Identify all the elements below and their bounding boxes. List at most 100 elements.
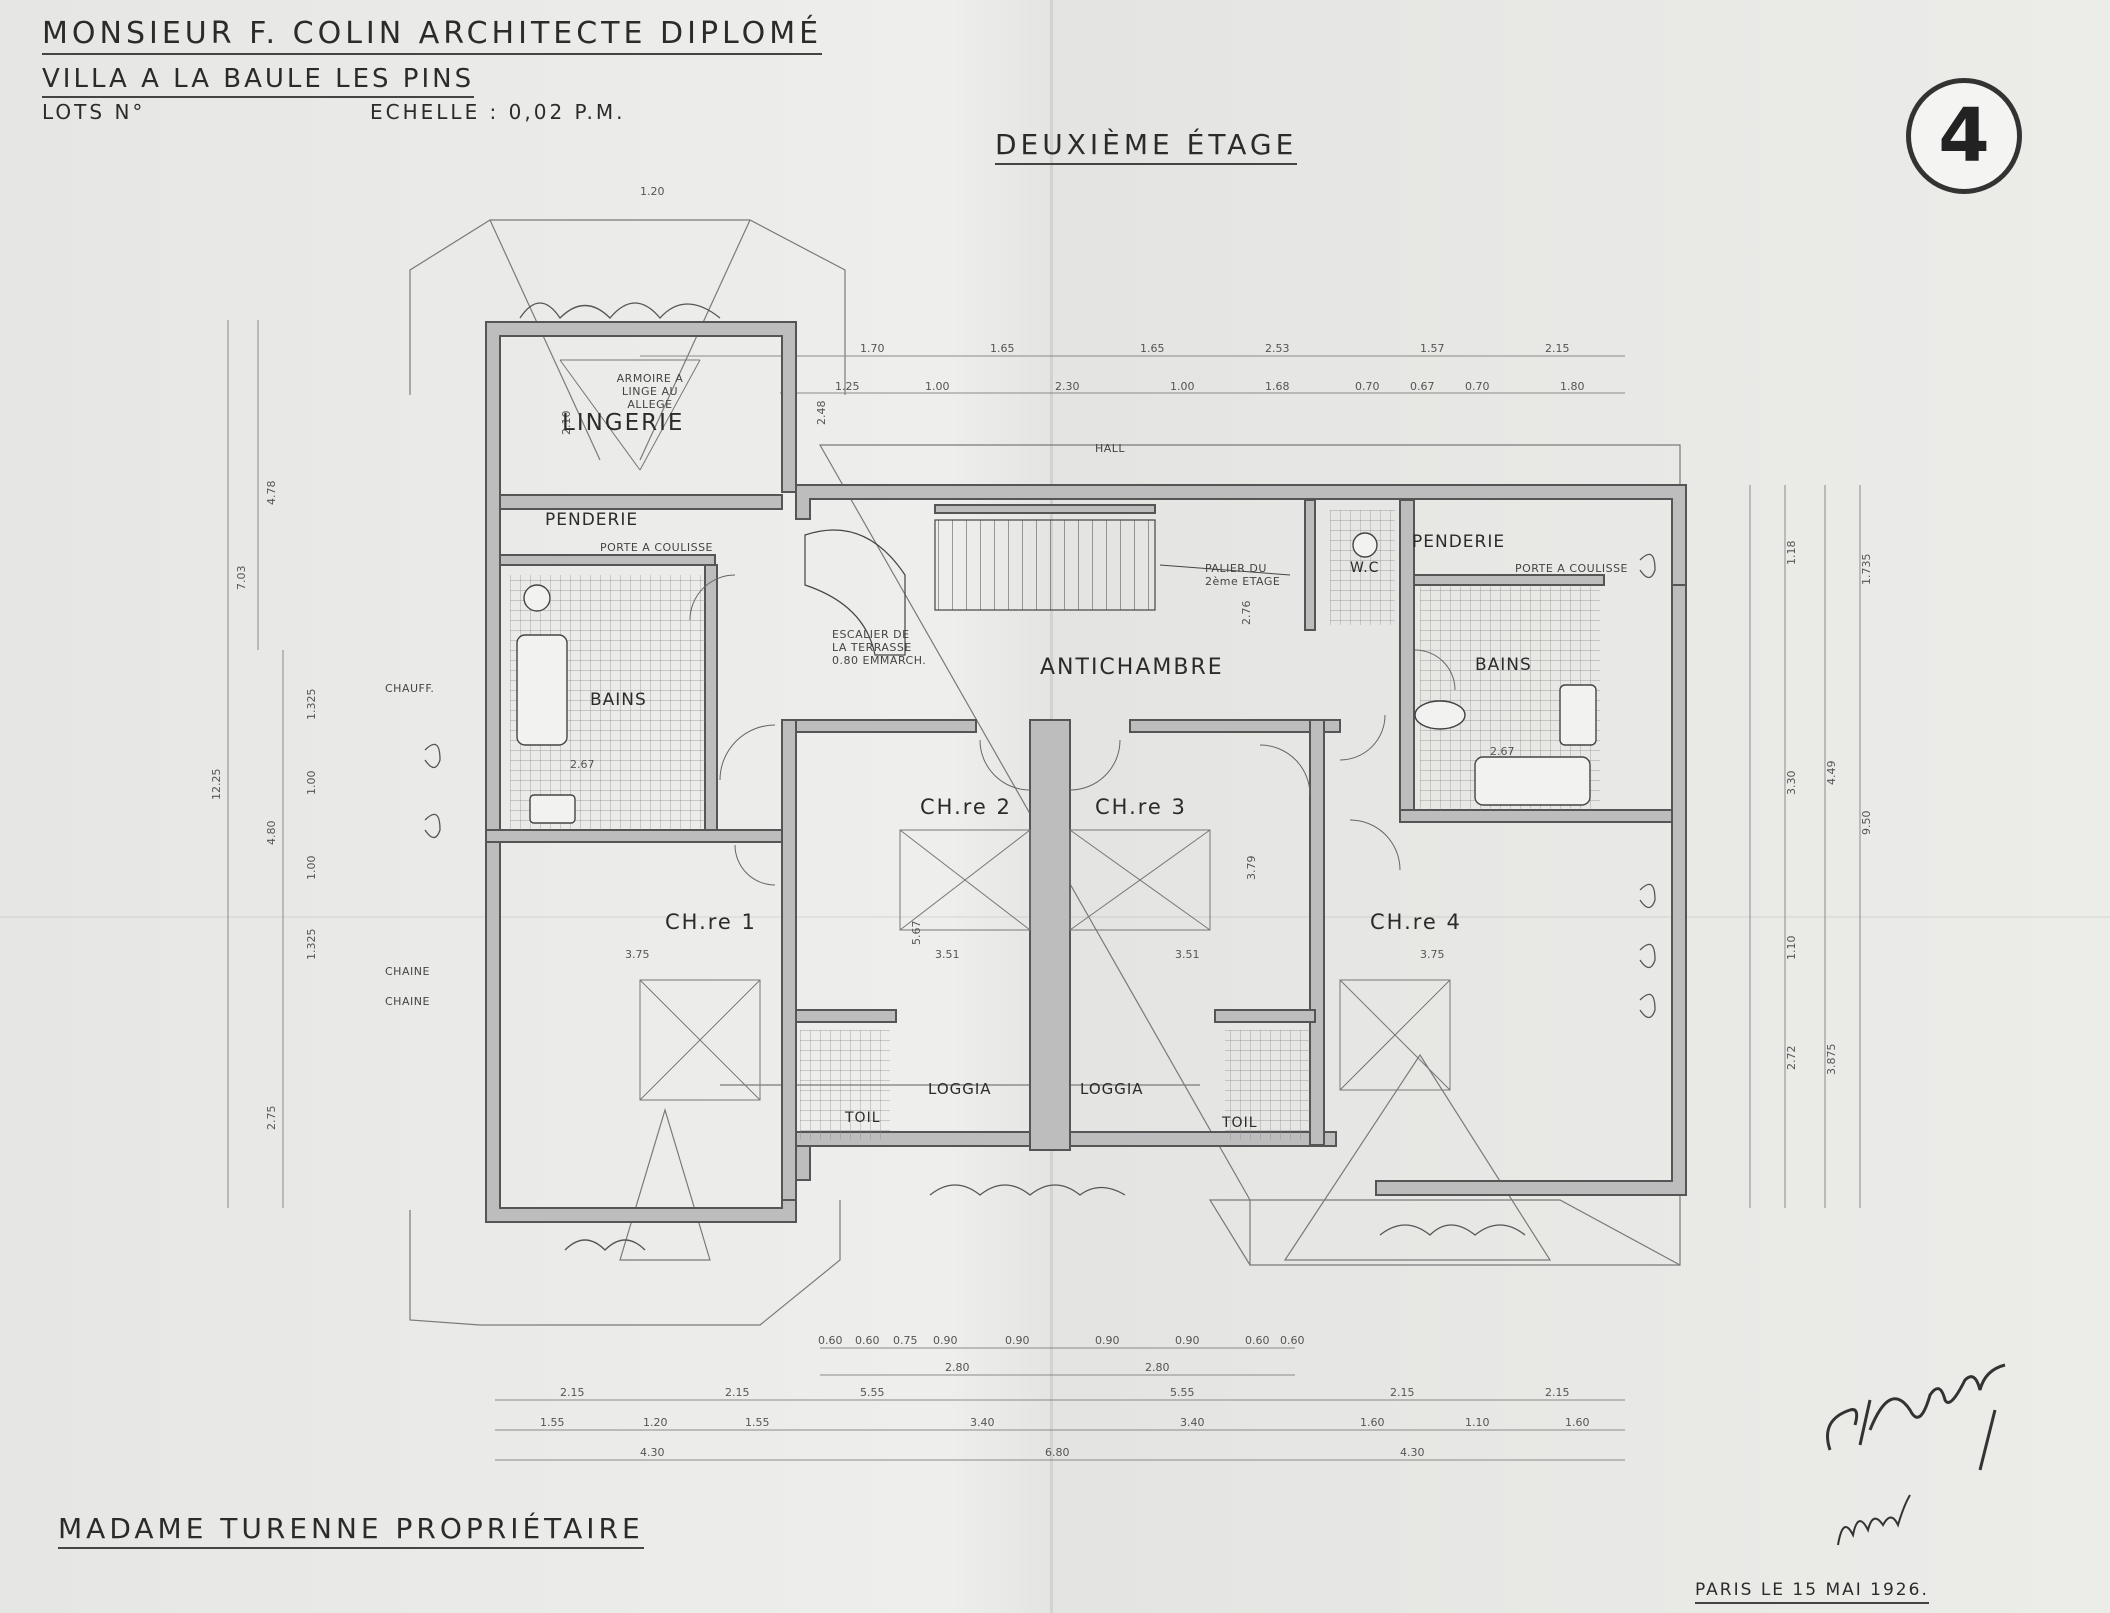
wall-penderie-right	[1413, 574, 1605, 586]
dim-bot-1-9: 0.60	[1280, 1334, 1305, 1347]
dim-right-3: 3.30	[1785, 771, 1798, 796]
wall-right	[1375, 584, 1687, 1196]
dim-int-3: 3.75	[625, 948, 650, 961]
dim-top-1-3: 1.65	[1140, 342, 1165, 355]
room-ch1: CH.re 1	[665, 910, 757, 934]
wall-stair	[934, 504, 1156, 514]
architect-title: MONSIEUR F. COLIN ARCHITECTE DIPLOMÉ	[42, 16, 823, 55]
dim-right-5: 3.875	[1825, 1044, 1838, 1076]
dim-top-2-9: 1.80	[1560, 380, 1585, 393]
scale-label: ECHELLE : 0,02 P.M.	[370, 100, 626, 124]
dim-bot-1-8: 0.60	[1245, 1334, 1270, 1347]
dim-right-4: 9.50	[1860, 811, 1873, 836]
dim-bot-3-1: 2.15	[560, 1386, 585, 1399]
dim-left-2: 12.25	[210, 769, 223, 801]
tiles-toil-left	[800, 1030, 890, 1140]
dim-top-1-6: 2.15	[1545, 342, 1570, 355]
dim-int-10: 2.48	[815, 401, 828, 426]
note-chaine-1: CHAINE	[385, 965, 430, 978]
wall-bains-left-bottom	[485, 829, 783, 843]
dim-bot-5-3: 4.30	[1400, 1446, 1425, 1459]
dim-bot-3-4: 5.55	[1170, 1386, 1195, 1399]
bathtub-right	[1474, 756, 1591, 806]
dim-bot-4-3: 1.55	[745, 1416, 770, 1429]
wall-loggia-left	[795, 1009, 897, 1023]
dim-top-2-5: 1.68	[1265, 380, 1290, 393]
wall-antichambre-bottom	[795, 719, 977, 733]
spiral-stair	[804, 529, 906, 656]
dim-left-7: 4.80	[265, 821, 278, 846]
bathtub-right-2	[1559, 684, 1597, 746]
initials	[1837, 1494, 1911, 1546]
tiles-toil-right	[1225, 1030, 1310, 1140]
dim-left-9: 4.78	[265, 481, 278, 506]
wall-ch3-right	[1309, 719, 1325, 1146]
dim-bot-1-7: 0.90	[1175, 1334, 1200, 1347]
dim-int-5: 2.67	[570, 758, 595, 771]
signature	[1826, 1363, 2006, 1471]
dim-bot-1-2: 0.60	[855, 1334, 880, 1347]
roof-outline-top-left	[409, 219, 846, 395]
dim-bot-3-5: 2.15	[1390, 1386, 1415, 1399]
dim-int-8: 3.79	[1245, 856, 1258, 881]
wall-wc	[1304, 499, 1316, 631]
dim-top-2-4: 1.00	[1170, 380, 1195, 393]
dim-bot-3-3: 5.55	[860, 1386, 885, 1399]
wall-antichambre-bottom-r	[1129, 719, 1341, 733]
wall-main-block	[795, 484, 1687, 586]
dim-int-1: 3.51	[935, 948, 960, 961]
dim-left-3: 1.325	[305, 689, 318, 721]
dim-bot-2-2: 2.80	[1145, 1361, 1170, 1374]
basin-right	[1414, 700, 1466, 730]
dim-bot-4-7: 1.10	[1465, 1416, 1490, 1429]
note-escalier: ESCALIER DE LA TERRASSE 0.80 EMMARCH.	[832, 628, 927, 667]
dim-top-2-1: 1.25	[835, 380, 860, 393]
dim-bot-1-6: 0.90	[1095, 1334, 1120, 1347]
dim-top-2-6: 0.70	[1355, 380, 1380, 393]
room-antichambre: ANTICHAMBRE	[1040, 655, 1224, 680]
room-toil-right: TOIL	[1222, 1115, 1258, 1131]
dim-int-11: 2.76	[1240, 601, 1253, 626]
wall-penderie-left	[499, 554, 716, 566]
wall-bains-left-side	[704, 564, 718, 831]
roof-outline-right	[818, 444, 1681, 1266]
room-bains-right: BAINS	[1475, 655, 1532, 675]
dim-bot-4-5: 3.40	[1180, 1416, 1205, 1429]
dim-bot-2-1: 2.80	[945, 1361, 970, 1374]
room-ch2: CH.re 2	[920, 795, 1012, 819]
bathtub-left	[516, 634, 568, 746]
room-wc: W.C	[1350, 560, 1380, 576]
dim-top-1-2: 1.65	[990, 342, 1015, 355]
dim-bot-5-2: 6.80	[1045, 1446, 1070, 1459]
sheet-number-badge: 4	[1906, 78, 2022, 194]
wc-bowl	[1352, 532, 1378, 558]
note-hall: HALL	[1095, 442, 1126, 455]
note-porte-left: PORTE A COULISSE	[600, 541, 713, 554]
dim-top-1-1: 1.70	[860, 342, 885, 355]
dim-top-2-7: 0.67	[1410, 380, 1435, 393]
roof-line	[639, 219, 751, 461]
dim-top-2-3: 2.30	[1055, 380, 1080, 393]
room-ch3: CH.re 3	[1095, 795, 1187, 819]
roof-line	[489, 219, 601, 461]
wall-loggia-right	[1214, 1009, 1316, 1023]
sink-left	[523, 584, 551, 612]
dim-left-6: 1.00	[305, 856, 318, 881]
sheet-number: 4	[1938, 93, 1990, 179]
note-chauff: CHAUFF.	[385, 682, 435, 695]
dim-bot-1-3: 0.75	[893, 1334, 918, 1347]
dim-int-6: 2.67	[1490, 745, 1515, 758]
dim-bot-4-8: 1.60	[1565, 1416, 1590, 1429]
note-porte-right: PORTE A COULISSE	[1515, 562, 1628, 575]
dim-int-7: 5.67	[910, 921, 923, 946]
dim-top-small: 1.20	[640, 185, 665, 198]
room-toil-left: TOIL	[845, 1110, 881, 1126]
dim-left-8: 2.75	[265, 1106, 278, 1131]
wall-lingerie	[499, 494, 783, 510]
wall-ch2-ch3	[1029, 719, 1071, 1151]
dim-bot-4-1: 1.55	[540, 1416, 565, 1429]
dim-left-5: 1.00	[305, 771, 318, 796]
room-loggia-left: LOGGIA	[928, 1080, 992, 1098]
